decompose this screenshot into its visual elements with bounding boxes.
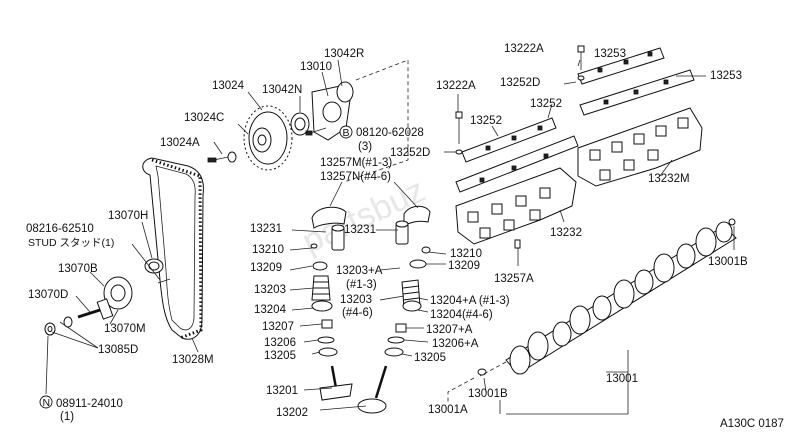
housing-guide-line [343, 59, 409, 183]
camshaft-sprocket [243, 105, 293, 171]
label-13210-right: 13210 [450, 248, 482, 260]
label-13042R: 13042R [324, 48, 364, 60]
seal-housing [311, 81, 354, 141]
label-13001B-right: 13001B [708, 256, 748, 268]
label-13252-right: 13252 [530, 98, 562, 110]
label-13203A: 13203+A [336, 265, 383, 277]
label-13205-left: 13205 [264, 350, 296, 362]
label-13207-left: 13207 [262, 321, 294, 333]
label-13024: 13024 [212, 80, 245, 92]
label-13205-right: 13205 [414, 352, 446, 364]
label-13231-right: 13231 [344, 224, 376, 236]
label-13207A: 13207+A [426, 324, 473, 336]
shaft-bolt-13222a [455, 45, 585, 155]
label-13209-left: 13209 [250, 262, 282, 274]
rocker-shaft-13253-top [577, 47, 665, 85]
label-13204-right: 13204(#4-6) [430, 309, 493, 321]
label-13204A: 13204+A (#1-3) [430, 295, 510, 307]
washer-13085d [44, 316, 73, 336]
circle-b-letter: B [343, 127, 350, 139]
rocker-arm-set-13232m [577, 107, 703, 187]
valve-parts-left [310, 243, 338, 357]
label-13070H: 13070H [108, 210, 148, 222]
label-08911-qty: (1) [60, 411, 74, 423]
leader-lines [45, 59, 735, 415]
circle-n-letter: N [43, 397, 51, 409]
circle-n-marker: N [39, 395, 53, 409]
label-13070M: 13070M [104, 323, 146, 335]
stud [157, 278, 171, 284]
lash-adjuster-right [395, 220, 409, 245]
label-13252D-top: 13252D [500, 77, 540, 89]
housing-bolts [305, 127, 327, 136]
dowel-13257a [514, 239, 521, 249]
label-13201: 13201 [266, 385, 298, 397]
label-13206-left: 13206 [264, 337, 296, 349]
exhaust-valve [357, 365, 388, 414]
tensioner-pulley [96, 276, 133, 320]
label-08120-qty: (3) [358, 141, 372, 153]
label-13257M: 13257M(#1-3) [320, 157, 392, 169]
label-13001A: 13001A [428, 404, 468, 416]
label-13001: 13001 [606, 373, 638, 385]
label-13070D: 13070D [28, 289, 68, 301]
label-13085D: 13085D [98, 344, 138, 356]
sprocket-washer [207, 151, 237, 163]
camshaft [477, 218, 737, 376]
label-13209-right: 13209 [448, 260, 480, 272]
lash-adjuster-left [331, 224, 345, 251]
rocker-shaft-13253-right [579, 69, 695, 116]
label-13202: 13202 [276, 407, 308, 419]
label-13203-left: 13203 [254, 284, 286, 296]
tensioner-spring [144, 258, 164, 274]
label-13232: 13232 [550, 227, 582, 239]
label-13222A-mid: 13222A [436, 80, 476, 92]
oil-seal [290, 112, 310, 136]
label-08911: 08911-24010 [56, 398, 123, 410]
label-13253-top: 13253 [594, 48, 626, 60]
label-08216-stud: STUD スタッド(1) [28, 237, 114, 249]
label-13206A: 13206+A [432, 338, 479, 350]
rocker-shaft-13252-upper [461, 117, 557, 163]
part-labels: 13042R 13010 13024 13042N 13024C 08120-6… [26, 43, 784, 430]
label-13253-right: 13253 [710, 70, 742, 82]
label-08120: 08120-62028 [356, 127, 424, 139]
label-13010: 13010 [300, 61, 332, 73]
label-13252D-mid: 13252D [390, 147, 430, 159]
label-13210-left: 13210 [252, 244, 284, 256]
label-13252-left: 13252 [470, 115, 502, 127]
rocker-arm-set-13232 [455, 167, 577, 245]
label-13231-left: 13231 [250, 223, 282, 235]
label-13042N: 13042N [262, 84, 302, 96]
label-13203A-range: (#1-3) [346, 279, 377, 291]
label-13222A-top: 13222A [504, 43, 544, 55]
label-08216: 08216-62510 [26, 223, 94, 235]
label-13203-mid: 13203 [340, 294, 372, 306]
label-13024C: 13024C [184, 112, 224, 124]
intake-valve [319, 365, 353, 401]
label-13204-left: 13204 [254, 304, 287, 316]
label-13001B-bottom: 13001B [468, 388, 508, 400]
label-13028M: 13028M [172, 354, 214, 366]
valve-parts-right [384, 246, 431, 357]
rocker-arm-13257m [311, 206, 347, 229]
tensioner-bolt [77, 308, 101, 319]
label-13257N: 13257N(#4-6) [320, 171, 391, 183]
rocker-shaft-13252-lower [455, 135, 579, 193]
label-13232M: 13232M [648, 173, 690, 185]
timing-belt [142, 157, 204, 340]
reference-code: A130C 0187 [720, 418, 784, 430]
label-13070B: 13070B [58, 263, 98, 275]
label-13203-mid-range: (#4-6) [342, 307, 373, 319]
label-13257A: 13257A [494, 273, 534, 285]
label-13024A: 13024A [160, 137, 200, 149]
circle-b-marker: B [339, 125, 353, 139]
